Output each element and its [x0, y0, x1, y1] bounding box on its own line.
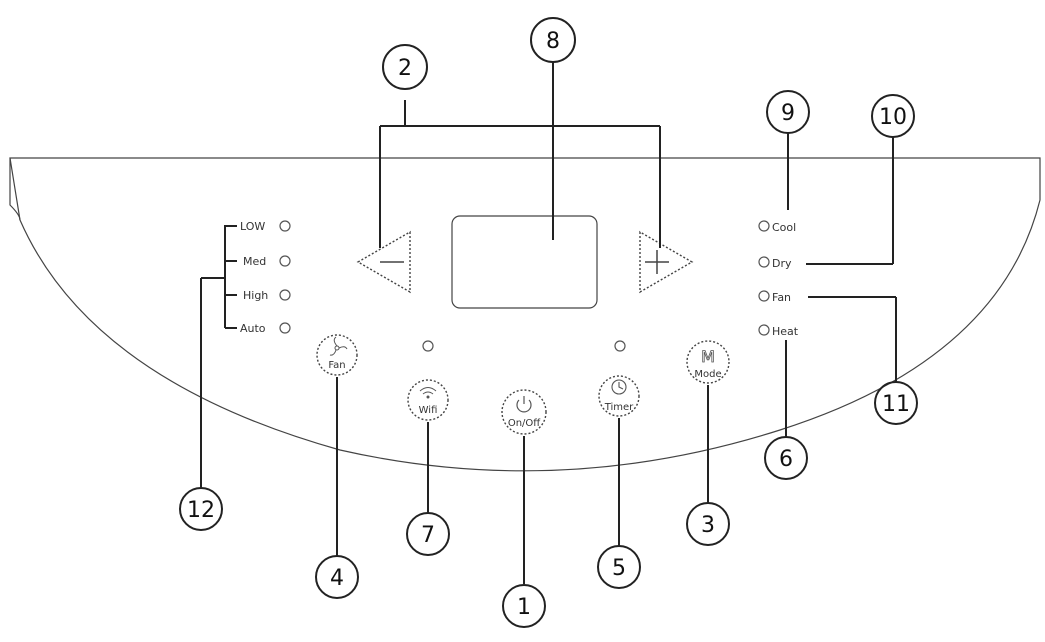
timer-status-led: [614, 340, 626, 352]
mode-label-dry: Dry: [772, 257, 792, 270]
mode-led-dry: [758, 256, 770, 268]
svg-text:5: 5: [612, 556, 626, 581]
timer-button[interactable]: Timer: [598, 375, 640, 417]
mode-label-fan: Fan: [772, 291, 791, 304]
mode-m-icon: M: [701, 347, 715, 366]
panel-outline: [9, 157, 1041, 472]
leader-lines: [200, 62, 897, 584]
callout-5: 5: [597, 545, 641, 589]
fan-icon: [329, 336, 348, 356]
speed-led-auto: [279, 322, 291, 334]
wifi-status-led: [422, 340, 434, 352]
svg-text:3: 3: [701, 513, 715, 538]
clock-icon: [611, 379, 627, 395]
svg-text:6: 6: [779, 447, 793, 472]
callout-2: 2: [382, 44, 428, 90]
svg-text:8: 8: [546, 29, 560, 54]
svg-text:2: 2: [398, 56, 412, 81]
onoff-button[interactable]: On/Off: [501, 389, 547, 435]
power-icon: [516, 396, 532, 413]
mode-led-fan: [758, 290, 770, 302]
wifi-button-label: Wifi: [419, 405, 438, 416]
svg-text:9: 9: [781, 101, 795, 126]
speed-label-auto: Auto: [240, 322, 266, 335]
svg-text:12: 12: [187, 498, 215, 523]
fan-button[interactable]: Fan: [316, 334, 358, 376]
mode-button-label: Mode: [694, 369, 721, 380]
mode-button[interactable]: M Mode: [686, 340, 730, 384]
callout-4: 4: [315, 555, 359, 599]
display-screen: [451, 215, 598, 309]
speed-led-med: [279, 255, 291, 267]
callout-12: 12: [179, 487, 223, 531]
fan-button-label: Fan: [328, 360, 345, 371]
minus-button[interactable]: [356, 230, 411, 294]
mode-led-heat: [758, 324, 770, 336]
callout-3: 3: [686, 502, 730, 546]
callout-11: 11: [874, 381, 918, 425]
speed-indicators: LOW Med High Auto: [224, 220, 291, 335]
plus-button[interactable]: [639, 230, 694, 294]
mode-led-cool: [758, 220, 770, 232]
onoff-button-label: On/Off: [508, 418, 541, 429]
mode-label-cool: Cool: [772, 221, 796, 234]
wifi-icon: [419, 387, 437, 399]
callout-7: 7: [406, 512, 450, 556]
svg-text:7: 7: [421, 523, 435, 548]
callout-8: 8: [530, 17, 576, 63]
speed-led-low: [279, 220, 291, 232]
callout-1: 1: [502, 584, 546, 628]
svg-text:11: 11: [882, 392, 910, 417]
callout-10: 10: [871, 94, 915, 138]
svg-text:10: 10: [879, 105, 907, 130]
svg-text:1: 1: [517, 595, 531, 620]
callout-6: 6: [764, 436, 808, 480]
mode-indicators: Cool Dry Fan Heat: [758, 220, 799, 338]
speed-label-high: High: [243, 289, 268, 302]
speed-label-low: LOW: [240, 220, 265, 233]
wifi-button[interactable]: Wifi: [407, 379, 449, 421]
svg-text:4: 4: [330, 566, 344, 591]
speed-label-med: Med: [243, 255, 266, 268]
mode-label-heat: Heat: [772, 325, 799, 338]
speed-led-high: [279, 289, 291, 301]
timer-button-label: Timer: [604, 402, 634, 413]
callout-9: 9: [766, 90, 810, 134]
plus-icon: [645, 250, 669, 274]
